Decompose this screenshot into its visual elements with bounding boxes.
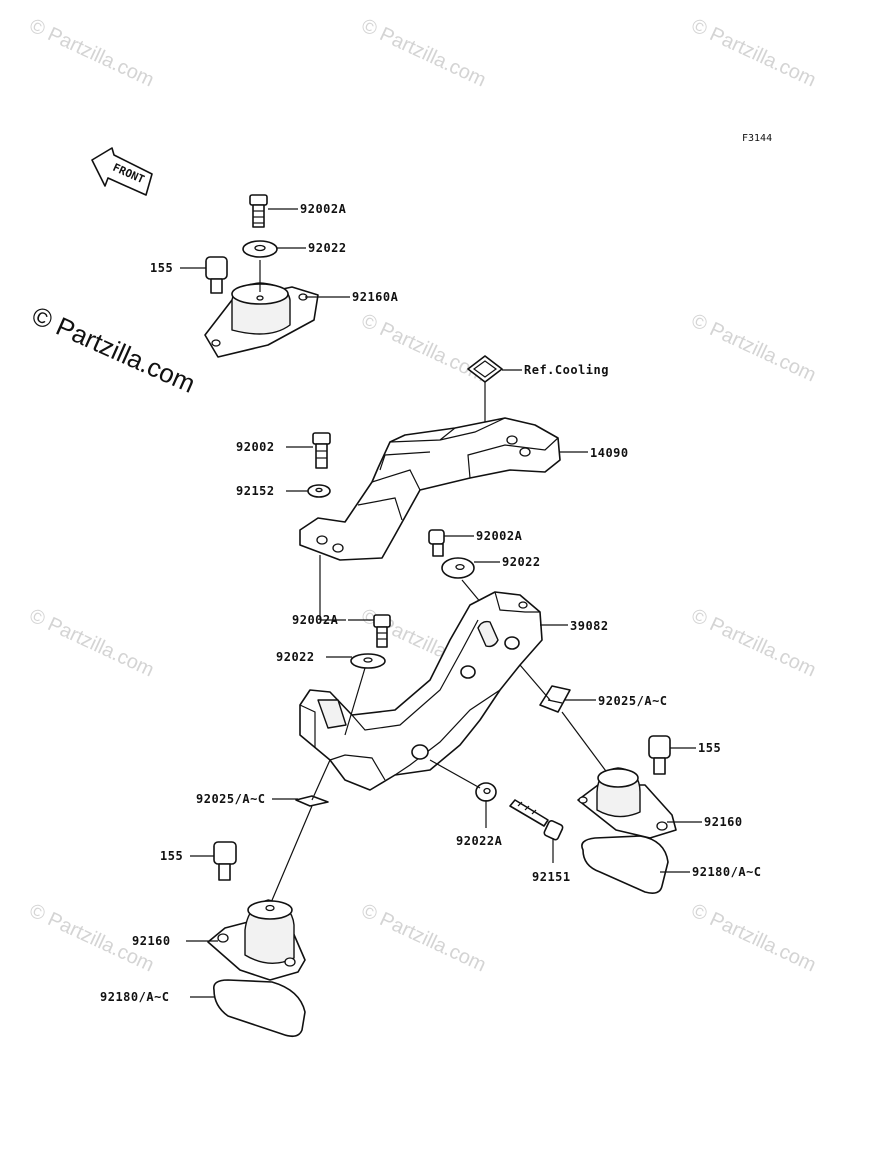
callout-92002A-left: 92002A [292,613,339,627]
gasket-icon [212,979,306,1038]
watermark: © Partzilla.com [358,900,489,977]
callout-92180-right: 92180/A~C [692,865,762,879]
callout-155-top: 155 [150,261,173,275]
copyright-text: © Partzilla.com [28,300,200,399]
washer-icon [350,653,386,669]
callout-92151: 92151 [532,870,571,884]
watermark-layer: © Partzilla.com © Partzilla.com © Partzi… [26,15,819,977]
front-arrow-icon: FRONT [91,147,153,196]
washer-icon [441,557,475,579]
bolt-icon [213,841,237,881]
gasket-icon [581,835,669,894]
washer-icon [475,782,497,802]
callout-92022-mid: 92022 [502,555,541,569]
callout-14090: 14090 [590,446,629,460]
bolt-icon [648,735,671,775]
long-bolt-icon [509,799,564,841]
engine-mount-icon [577,767,677,839]
callout-92022-top: 92022 [308,241,347,255]
engine-mount-icon [207,899,306,981]
clip-icon [295,795,329,807]
bolt-icon [312,432,331,469]
callout-92160A: 92160A [352,290,399,304]
callout-92025-left: 92025/A~C [196,792,266,806]
callout-92152: 92152 [236,484,275,498]
callout-92025-right: 92025/A~C [598,694,668,708]
bolt-icon [373,614,391,648]
callout-92180-left: 92180/A~C [100,990,170,1004]
callout-155-right: 155 [698,741,721,755]
watermark: © Partzilla.com [688,310,819,387]
watermark: © Partzilla.com [358,310,489,387]
watermark: © Partzilla.com [358,15,489,92]
watermark: © Partzilla.com [26,15,157,92]
engine-mount-icon [204,282,319,358]
bolt-icon [428,529,445,557]
callout-92002A-mid: 92002A [476,529,523,543]
watermark: © Partzilla.com [688,605,819,682]
figure-code: F3144 [742,133,772,144]
watermark: © Partzilla.com [688,900,819,977]
bracket-14090-icon [299,417,561,561]
callout-92022A: 92022A [456,834,503,848]
bolt-icon [205,256,228,294]
callout-155-left: 155 [160,849,183,863]
callout-92022-left: 92022 [276,650,315,664]
clip-icon [539,685,571,713]
callout-39082: 39082 [570,619,609,633]
callout-92160-right: 92160 [704,815,743,829]
bolt-icon [249,194,268,228]
washer-icon [242,240,278,258]
washer-icon [307,484,331,498]
callout-92002A-top: 92002A [300,202,347,216]
callout-92160-left: 92160 [132,934,171,948]
bracket-39082-icon [299,591,543,791]
watermark: © Partzilla.com [688,15,819,92]
callout-ref-cooling: Ref.Cooling [524,363,609,377]
callout-92002: 92002 [236,440,275,454]
watermark: © Partzilla.com [26,605,157,682]
cooling-ref-icon [467,355,503,383]
